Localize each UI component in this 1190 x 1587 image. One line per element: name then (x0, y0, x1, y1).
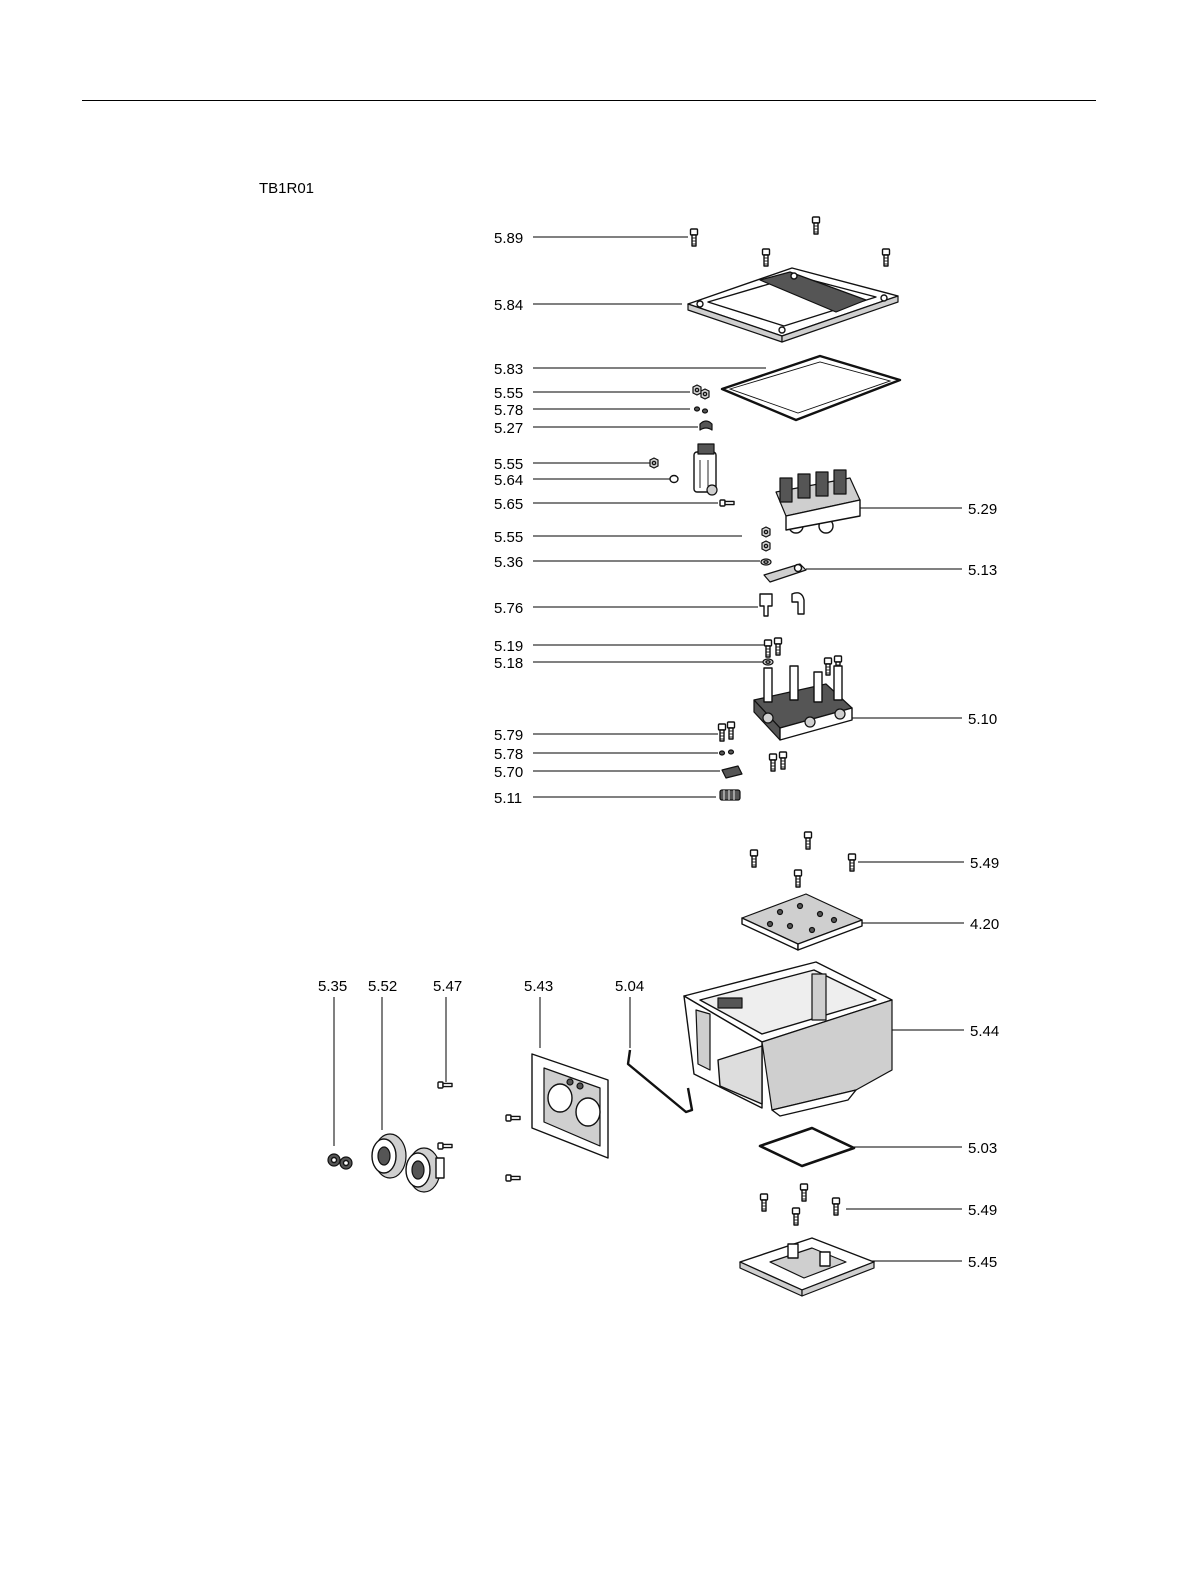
label-5-47: 5.47 (433, 978, 462, 995)
base-frame (740, 1238, 874, 1296)
label-5-44: 5.44 (970, 1023, 999, 1040)
label-5-49-b: 5.49 (968, 1202, 997, 1219)
label-5-35: 5.35 (318, 978, 347, 995)
gland-plate-screws (438, 1082, 520, 1181)
label-5-10: 5.10 (968, 711, 997, 728)
label-5-27: 5.27 (494, 420, 523, 437)
part-labels: 5.89 5.84 5.83 5.55 5.78 5.27 5.55 5.64 … (318, 230, 999, 1271)
label-5-29: 5.29 (968, 501, 997, 518)
label-5-19: 5.19 (494, 638, 523, 655)
label-5-04: 5.04 (615, 978, 644, 995)
label-5-89: 5.89 (494, 230, 523, 247)
terminal-bar (776, 470, 860, 533)
label-5-64: 5.64 (494, 472, 523, 489)
label-5-65: 5.65 (494, 496, 523, 513)
label-5-84: 5.84 (494, 297, 523, 314)
cable-glands (372, 1134, 444, 1192)
label-5-11: 5.11 (494, 790, 522, 807)
label-5-70: 5.70 (494, 764, 523, 781)
base-screws (761, 1184, 840, 1225)
cable-plugs (328, 1154, 352, 1169)
label-5-78-b: 5.78 (494, 746, 523, 763)
label-5-83: 5.83 (494, 361, 523, 378)
leader-lines-right (806, 508, 964, 1261)
label-5-18: 5.18 (494, 655, 523, 672)
label-5-49-a: 5.49 (970, 855, 999, 872)
small-hardware-top (693, 385, 712, 430)
label-5-76: 5.76 (494, 600, 523, 617)
label-5-52: 5.52 (368, 978, 397, 995)
label-5-55-a: 5.55 (494, 385, 523, 402)
plate-screws-top (751, 832, 856, 887)
gland-plate-gasket (628, 1050, 692, 1112)
cover-gasket (722, 356, 900, 420)
label-5-79: 5.79 (494, 727, 523, 744)
label-4-20: 4.20 (970, 916, 999, 933)
base-gasket (760, 1128, 854, 1166)
terminal-screws (763, 638, 842, 675)
cover-screws (691, 217, 890, 266)
label-5-03: 5.03 (968, 1140, 997, 1157)
gland-plate (532, 1054, 608, 1158)
label-5-36: 5.36 (494, 554, 523, 571)
label-5-45: 5.45 (968, 1254, 997, 1271)
label-5-55-b: 5.55 (494, 456, 523, 473)
terminal-box-cover (688, 268, 898, 342)
cable-lugs (760, 593, 804, 616)
connection-hardware (761, 527, 806, 582)
label-5-78-a: 5.78 (494, 402, 523, 419)
terminal-box-housing (684, 962, 892, 1116)
terminal-board (754, 666, 852, 740)
link-assembly (650, 444, 734, 506)
label-5-13: 5.13 (968, 562, 997, 579)
label-5-43: 5.43 (524, 978, 553, 995)
label-5-55-c: 5.55 (494, 529, 523, 546)
adapter-plate (742, 894, 862, 950)
